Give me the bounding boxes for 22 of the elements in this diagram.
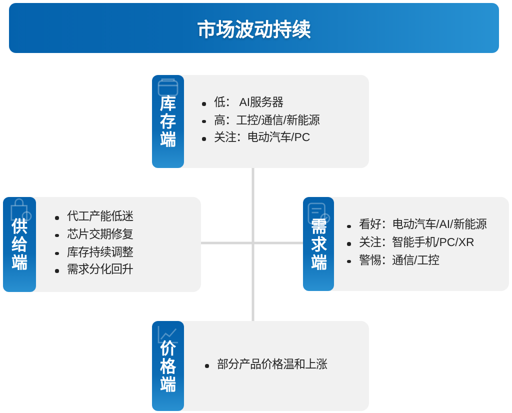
connector-line xyxy=(252,168,254,321)
list-item: 关注：智能手机/PC/XR xyxy=(359,235,474,252)
info-panel xyxy=(3,197,201,292)
info-panel xyxy=(303,197,509,291)
list-item: 低： AI服务器 xyxy=(214,95,284,111)
list-item: 关注：电动汽车/PC xyxy=(214,130,310,146)
heading-tab: 供给端 xyxy=(3,197,36,292)
info-panel xyxy=(152,321,369,411)
list-item: 芯片交期修复 xyxy=(67,227,133,243)
heading-tab: 需求端 xyxy=(303,197,334,291)
list-item: 高：工控/通信/新能源 xyxy=(214,113,320,129)
info-panel xyxy=(152,75,369,168)
heading-tab: 库存端 xyxy=(152,75,184,168)
list-item: 需求分化回升 xyxy=(67,262,133,278)
connector-line xyxy=(201,242,303,244)
list-item: 看好：电动汽车/AI/新能源 xyxy=(359,217,486,234)
heading-tab: 价格端 xyxy=(152,321,184,411)
list-item: 部分产品价格温和上涨 xyxy=(217,357,327,374)
list-item: 库存持续调整 xyxy=(67,245,133,260)
list-item: 警惕：通信/工控 xyxy=(359,253,440,269)
list-item: 代工产能低迷 xyxy=(67,209,133,226)
title-bar: 市场波动持续 xyxy=(9,3,499,53)
